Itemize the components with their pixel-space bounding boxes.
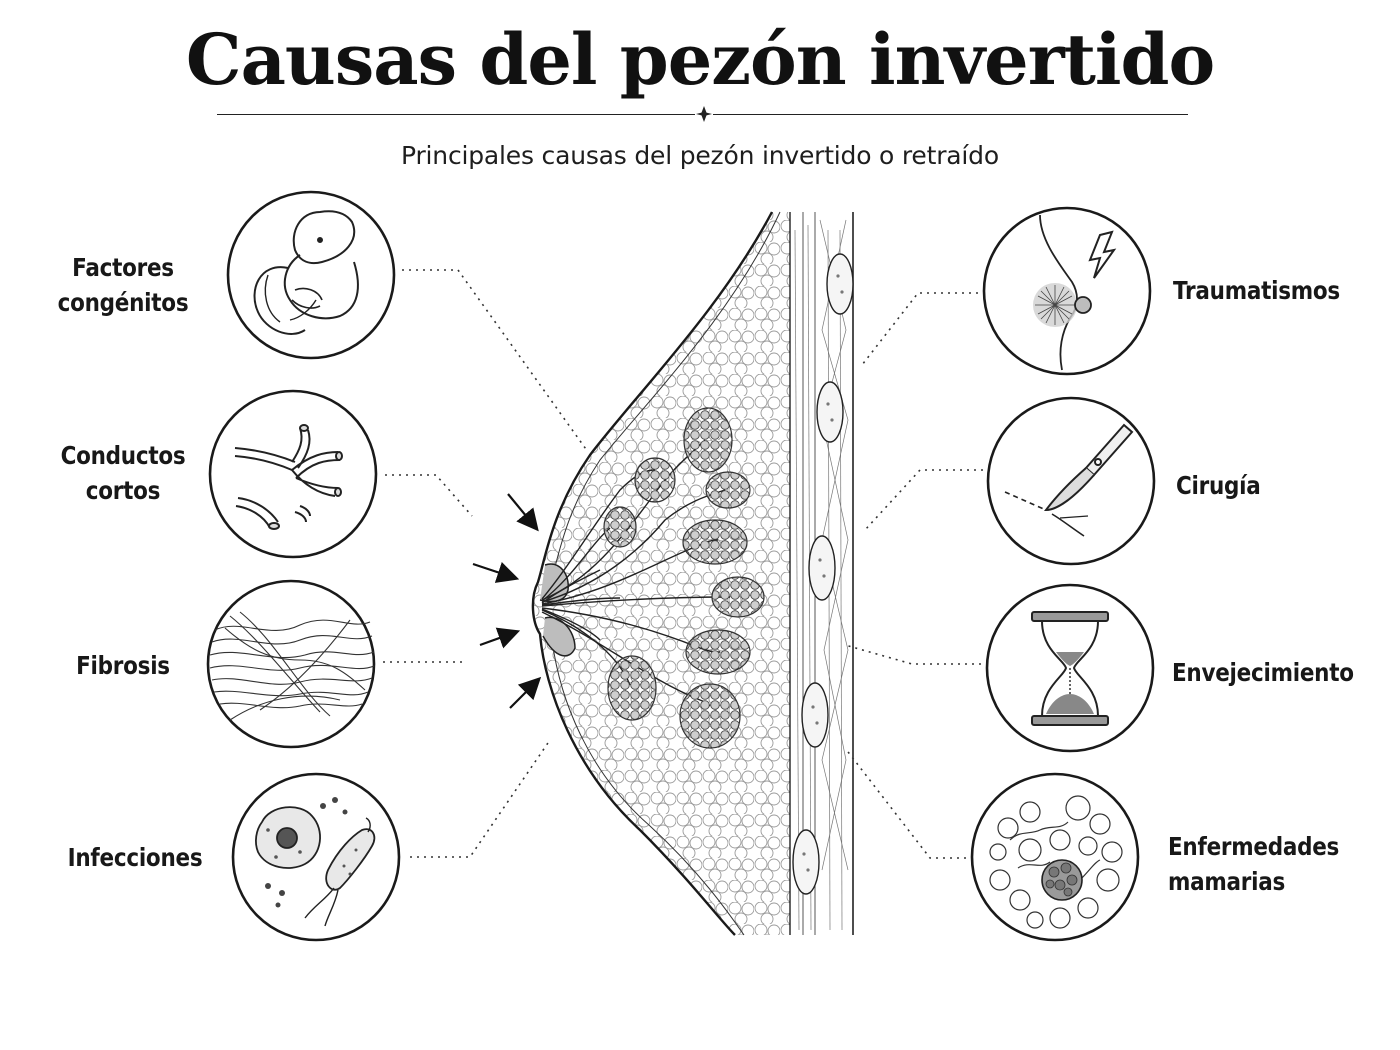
chest-wall-muscle (789, 212, 854, 935)
cause-circle-envejecimiento (985, 583, 1155, 753)
page-title: Causas del pezón invertido (185, 18, 1215, 101)
arrow-icon (479, 627, 521, 649)
breast-cross-section (472, 211, 854, 936)
label-enfermedades-mamarias: Enfermedades mamarias (1168, 832, 1340, 896)
arrow-icon (509, 676, 542, 709)
page-subtitle: Principales causas del pezón invertido o… (401, 141, 999, 170)
hourglass-icon (1031, 611, 1109, 726)
diamond-ornament-icon (696, 106, 712, 122)
cause-circle-cirugia (986, 396, 1156, 566)
cause-circle-enfermedades-mamarias (970, 772, 1140, 942)
leader-line-traumatismos (861, 292, 978, 366)
leader-line-conductos (385, 474, 473, 517)
label-infecciones: Infecciones (67, 843, 203, 872)
breast-disease-icon (989, 795, 1123, 929)
arrow-icon (507, 493, 539, 532)
label-factores-congenitos: Factores congénitos (57, 253, 189, 317)
fetus-icon (253, 210, 359, 335)
label-traumatismos: Traumatismos (1173, 276, 1340, 305)
bacteria-icon (255, 797, 376, 927)
title-rule-right (713, 114, 1188, 115)
scalpel-icon (1004, 423, 1134, 537)
cause-circle-infecciones (231, 772, 401, 942)
leader-line-cirugia (864, 469, 983, 531)
leader-line-infecciones (410, 739, 551, 858)
label-envejecimiento: Envejecimiento (1172, 658, 1354, 687)
arrow-icon (472, 561, 520, 583)
cause-circle-factores-congenitos (226, 190, 396, 360)
cause-circle-fibrosis (206, 579, 376, 749)
fibrosis-icon (209, 611, 375, 721)
leader-lines (383, 269, 983, 859)
leader-line-factores (402, 269, 589, 453)
title-rule-left (217, 114, 695, 115)
trauma-icon (1033, 214, 1117, 371)
label-cirugia: Cirugía (1176, 471, 1261, 500)
leader-line-enfermedades (844, 747, 966, 859)
leader-line-envejecimiento (844, 644, 981, 665)
short-ducts-icon (234, 424, 343, 530)
cause-circle-conductos-cortos (208, 389, 378, 559)
retraction-arrows (472, 493, 542, 709)
label-fibrosis: Fibrosis (76, 651, 170, 680)
cause-circle-traumatismos (982, 206, 1152, 376)
label-conductos-cortos: Conductos cortos (60, 441, 186, 505)
mammary-lobules (603, 407, 765, 749)
